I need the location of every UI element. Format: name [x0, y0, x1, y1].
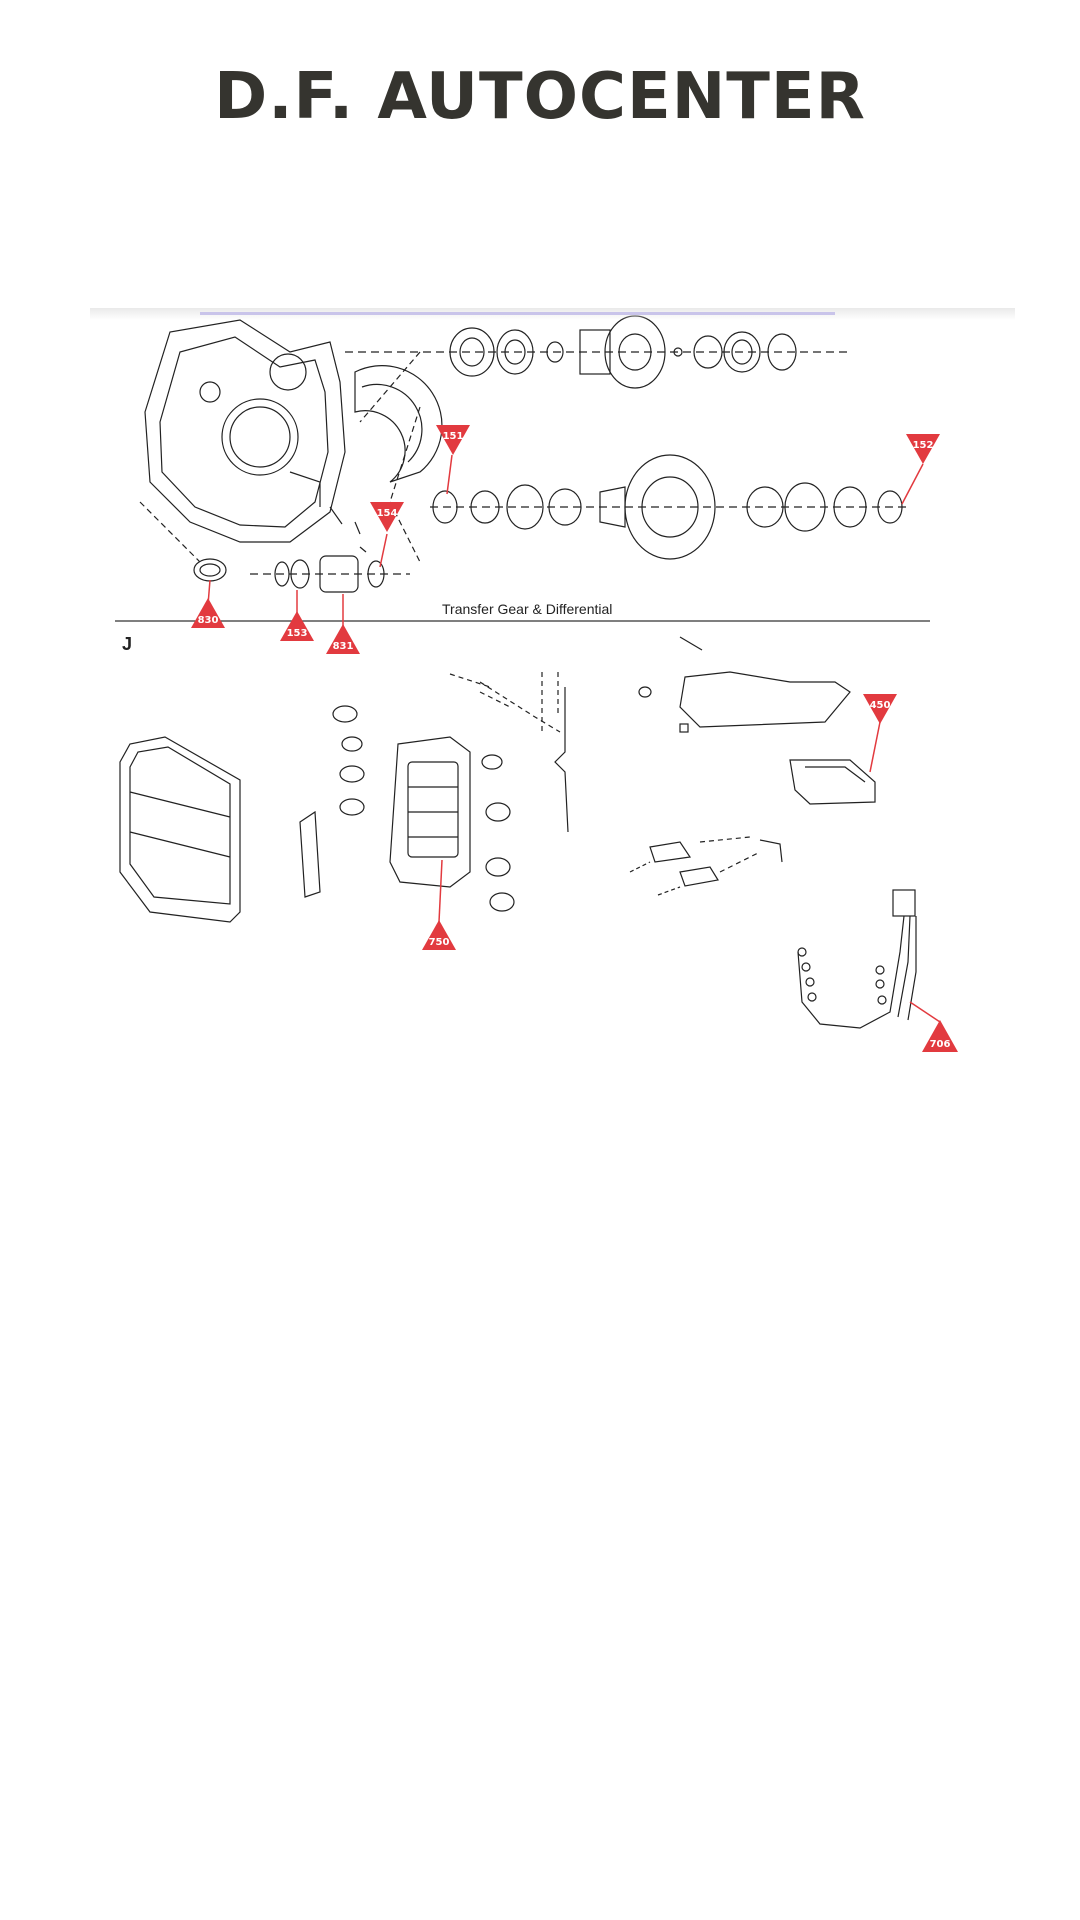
callout-831[interactable]: 831	[326, 624, 360, 654]
svg-text:750: 750	[429, 937, 450, 948]
diagram-caption: Transfer Gear & Differential	[442, 601, 612, 617]
oil-strainer	[789, 759, 876, 805]
lower-left-parts	[139, 501, 410, 593]
speed-sensors	[629, 836, 783, 896]
svg-text:151: 151	[443, 431, 464, 442]
svg-text:830: 830	[198, 615, 219, 626]
section-letter: J	[122, 634, 132, 654]
oil-pan	[119, 736, 241, 923]
callout-154[interactable]: 154	[370, 502, 404, 532]
housing-plate	[354, 365, 443, 483]
callout-leaders	[207, 454, 941, 1023]
callouts: 151 152 154 830 153 831	[191, 425, 958, 1052]
callout-750[interactable]: 750	[422, 920, 456, 950]
shift-rod	[479, 672, 569, 833]
transmission-case-top	[638, 636, 851, 733]
upper-gear-train	[345, 315, 850, 389]
svg-text:450: 450	[870, 700, 891, 711]
svg-text:153: 153	[287, 628, 308, 639]
callout-706[interactable]: 706	[922, 1020, 958, 1052]
transmission-housing	[144, 319, 346, 543]
brand-title: D.F. AUTOCENTER	[214, 60, 866, 134]
differential-train	[430, 454, 910, 560]
page-header: D.F. AUTOCENTER	[0, 60, 1080, 134]
svg-text:706: 706	[930, 1039, 951, 1050]
callout-830[interactable]: 830	[191, 598, 225, 628]
svg-text:154: 154	[377, 508, 398, 519]
callout-450[interactable]: 450	[863, 694, 897, 724]
svg-text:831: 831	[333, 641, 354, 652]
wiring-harness	[797, 889, 917, 1029]
callout-153[interactable]: 153	[280, 611, 314, 641]
exploded-view-svg: Transfer Gear & Differential J	[115, 315, 958, 1052]
valve-body	[299, 673, 515, 912]
guide-lines	[359, 351, 421, 563]
callout-151[interactable]: 151	[436, 425, 470, 455]
diagram-top-line	[200, 312, 835, 315]
callout-152[interactable]: 152	[906, 434, 940, 464]
parts-diagram: Transfer Gear & Differential J	[90, 308, 1015, 1077]
svg-text:152: 152	[913, 440, 934, 451]
